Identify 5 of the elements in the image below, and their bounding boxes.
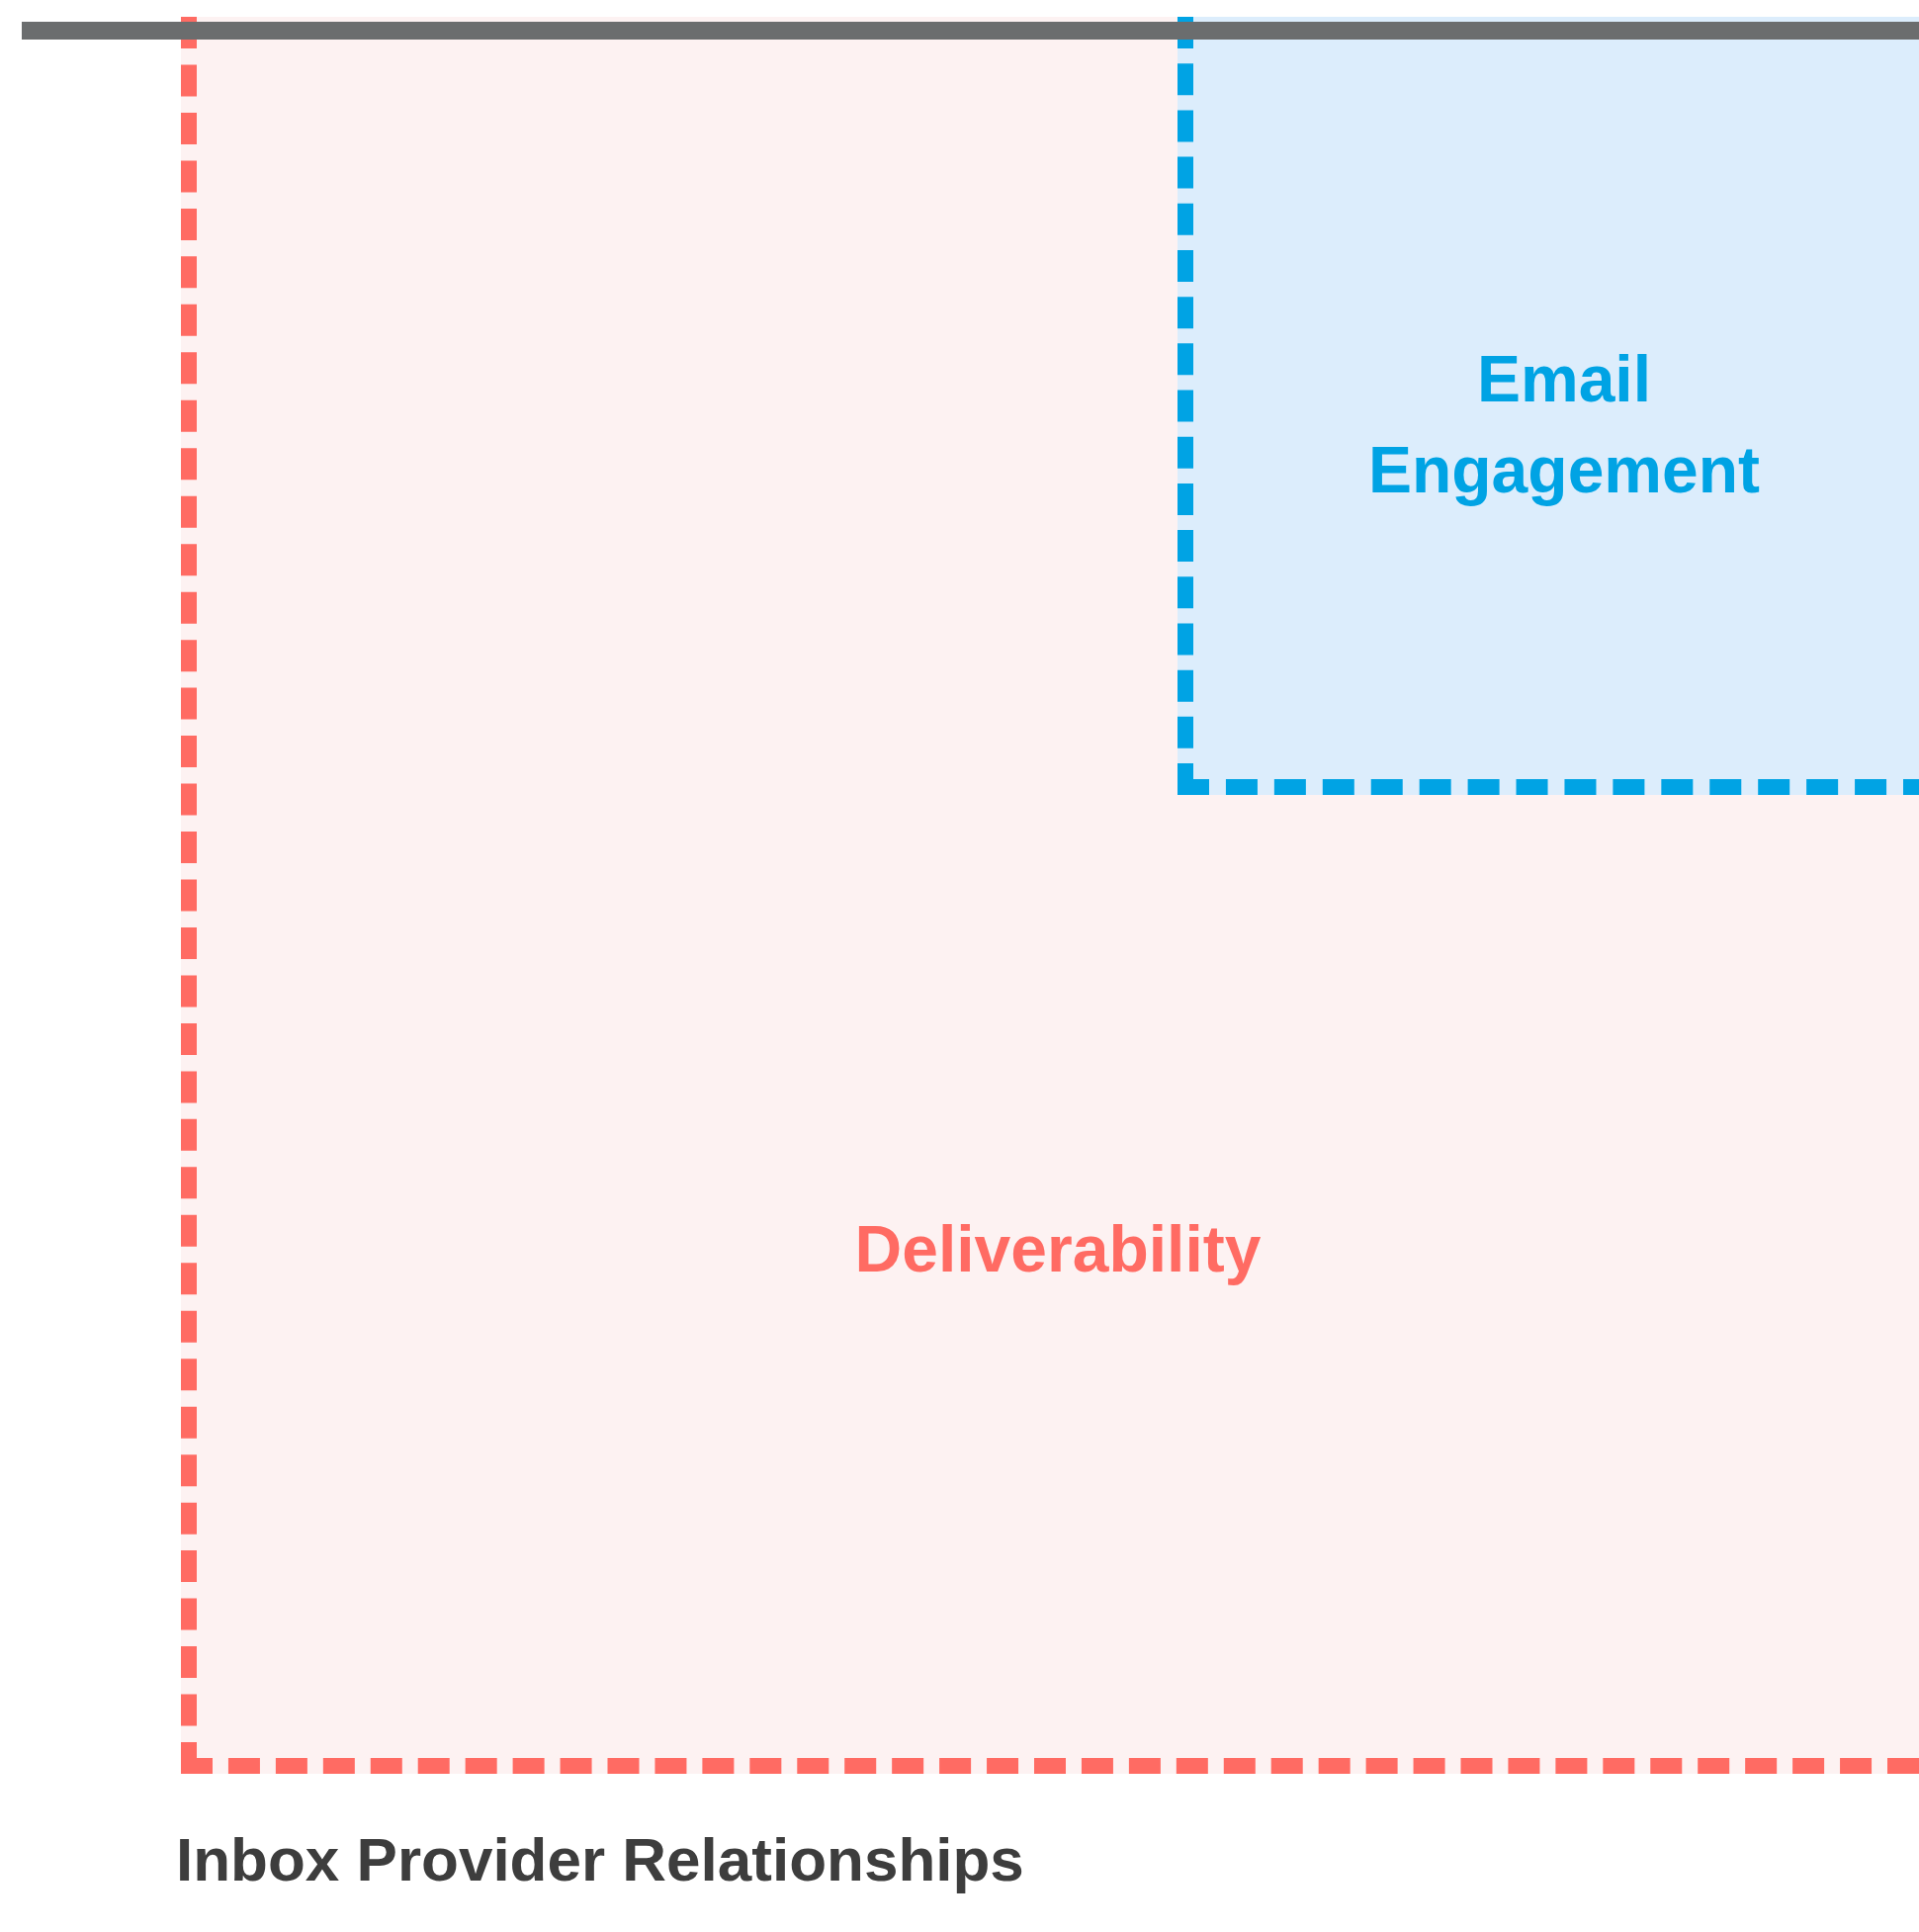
region-label: Email Engagement <box>1366 341 1762 509</box>
region-label: Deliverability <box>853 1211 1263 1287</box>
dashed-region <box>1178 17 1919 795</box>
axis-label: Inbox Provider Relationships <box>176 1824 1024 1894</box>
dashed-region <box>181 17 1919 1774</box>
